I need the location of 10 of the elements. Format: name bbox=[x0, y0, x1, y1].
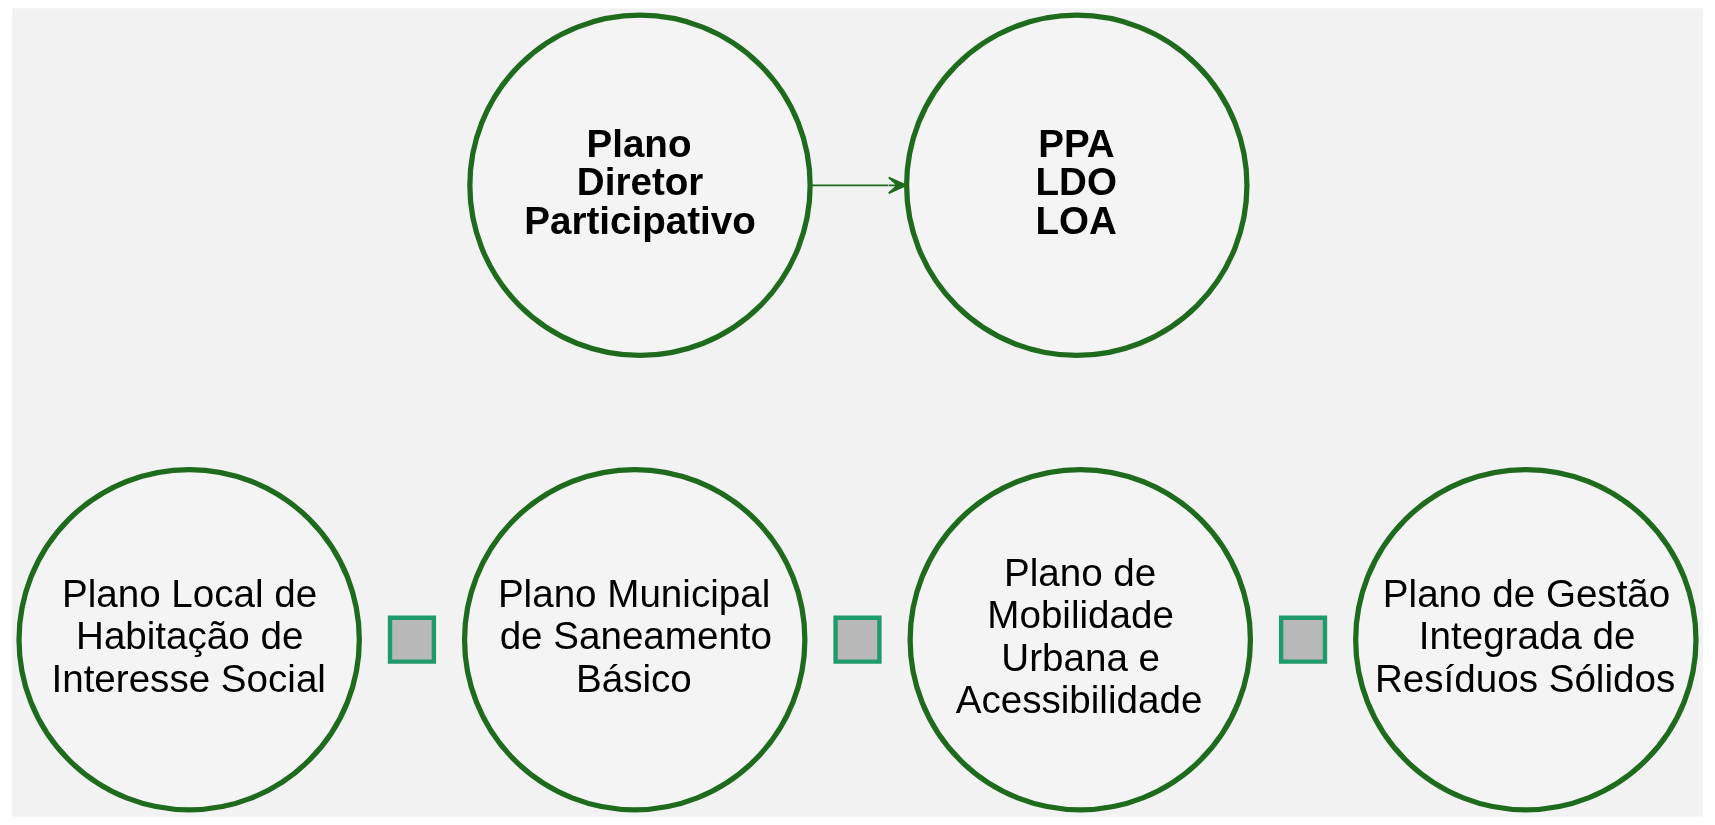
node-plus bbox=[387, 615, 437, 664]
node-plus bbox=[833, 615, 882, 664]
node-circle: Plano de Gestão Integrada de Resíduos Sólidos bbox=[1353, 466, 1699, 813]
arrow bbox=[809, 176, 908, 195]
node-circle: Plano Local de Habitação de Interesse Social bbox=[16, 466, 362, 813]
node-plus bbox=[1278, 615, 1328, 664]
node-circle: PPA LDO LOA bbox=[904, 12, 1250, 359]
node-circle: Plano Diretor Participativo bbox=[467, 12, 813, 359]
node-circle: Plano Municipal de Saneamento Básico bbox=[461, 466, 808, 813]
node-circle: Plano de Mobilidade Urbana e Acessibilidade bbox=[907, 466, 1254, 813]
